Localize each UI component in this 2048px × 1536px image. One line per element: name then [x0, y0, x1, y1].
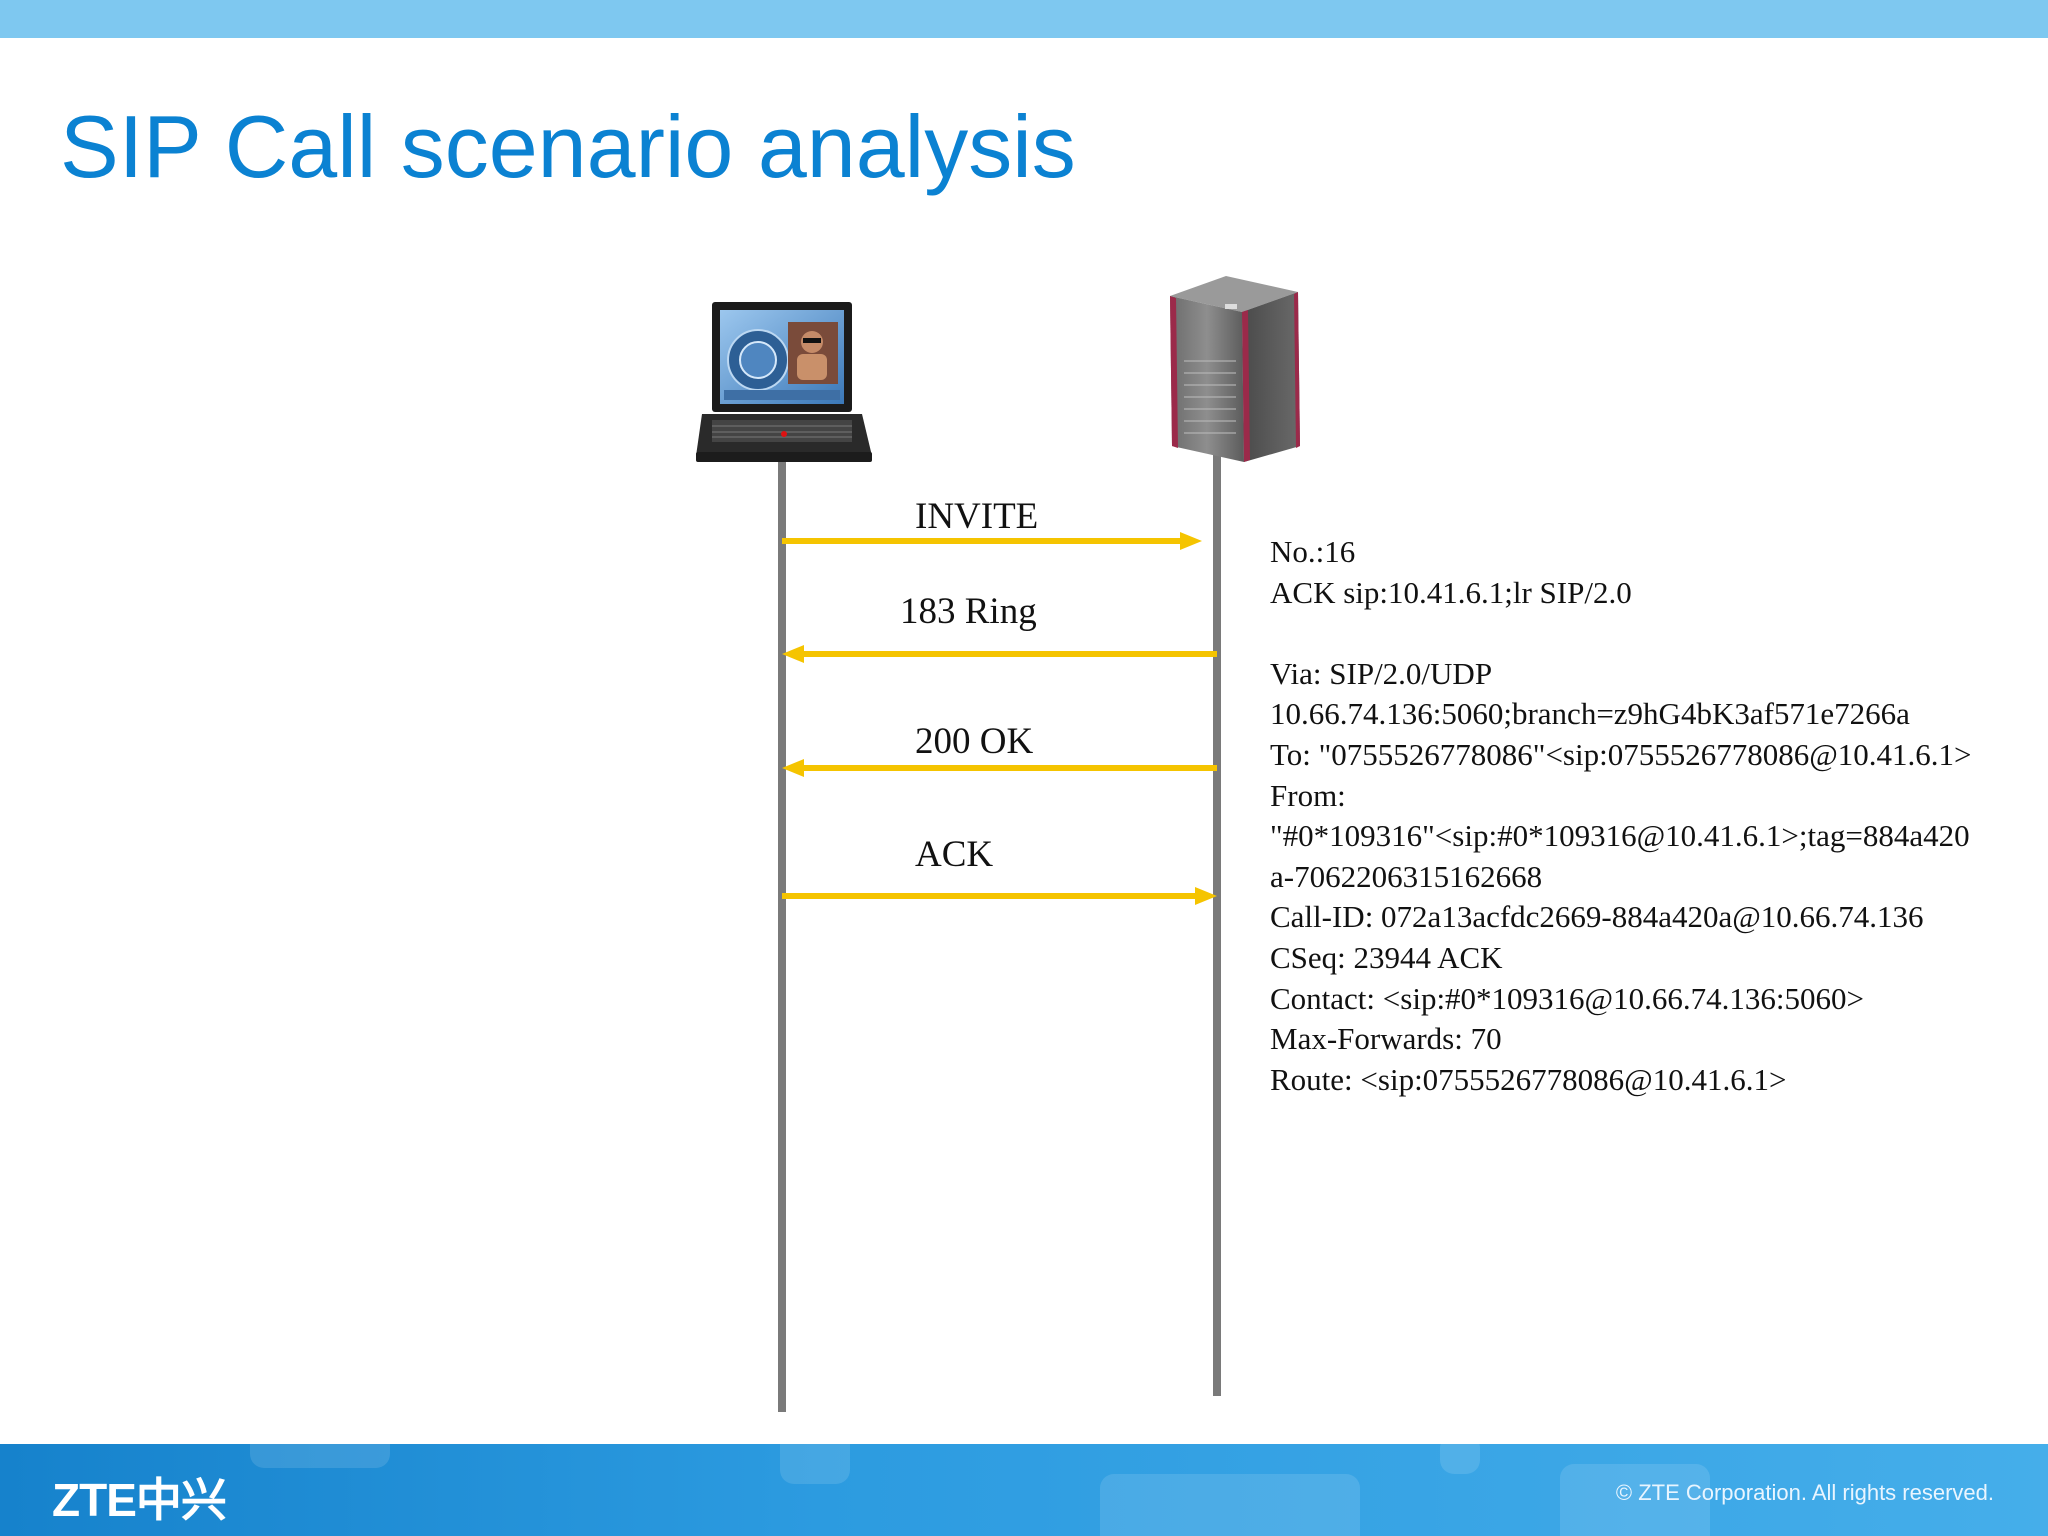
- message-label: ACK: [915, 834, 993, 875]
- copyright-text: © ZTE Corporation. All rights reserved.: [1615, 1480, 1994, 1505]
- message-arrowhead: [1180, 532, 1202, 550]
- message-1: INVITE: [782, 496, 1202, 550]
- message-arrowhead: [1195, 887, 1217, 905]
- message-label: INVITE: [915, 496, 1038, 537]
- message-arrows: INVITE 183 Ring 200 OK ACK: [782, 496, 1217, 905]
- message-4: ACK: [782, 834, 1217, 905]
- page-title: SIP Call scenario analysis: [60, 97, 1076, 196]
- sip-header-line: 10.66.74.136:5060;branch=z9hG4bK3af571e7…: [1270, 696, 1910, 732]
- sip-header-line: To: "0755526778086"<sip:0755526778086@10…: [1270, 736, 1972, 772]
- message-label: 183 Ring: [900, 591, 1037, 632]
- footer-bar: ZTE中兴 © ZTE Corporation. All rights rese…: [0, 1444, 2048, 1536]
- sip-header-line: CSeq: 23944 ACK: [1270, 939, 1503, 975]
- sip-header-line: a-7062206315162668: [1270, 858, 1543, 894]
- top-accent-bar: [0, 0, 2048, 38]
- sip-header-line: From:: [1270, 777, 1346, 813]
- sip-header-line: Call-ID: 072a13acfdc2669-884a420a@10.66.…: [1270, 899, 1924, 935]
- sip-header-line: Contact: <sip:#0*109316@10.66.74.136:506…: [1270, 980, 1864, 1016]
- server-cabinet-icon: [1170, 276, 1300, 462]
- message-3: 200 OK: [782, 721, 1217, 777]
- message-arrowhead: [782, 645, 804, 663]
- sip-header-line: "#0*109316"<sip:#0*109316@10.41.6.1>;tag…: [1270, 818, 1970, 854]
- message-arrowhead: [782, 759, 804, 777]
- sip-header-line: ACK sip:10.41.6.1;lr SIP/2.0: [1270, 574, 1632, 610]
- sip-header-line: Route: <sip:0755526778086@10.41.6.1>: [1270, 1061, 1787, 1097]
- sequence-diagram: INVITE 183 Ring 200 OK ACK: [696, 276, 1300, 1412]
- sip-header-line: No.:16: [1270, 534, 1356, 569]
- sip-header-line: [1270, 613, 1972, 654]
- message-label: 200 OK: [915, 721, 1033, 762]
- sip-header-line: Max-Forwards: 70: [1270, 1021, 1502, 1057]
- laptop-icon: [696, 302, 872, 462]
- sip-header-line: Via: SIP/2.0/UDP: [1270, 655, 1493, 691]
- zte-logo: ZTE中兴: [52, 1474, 227, 1526]
- message-2: 183 Ring: [782, 591, 1217, 663]
